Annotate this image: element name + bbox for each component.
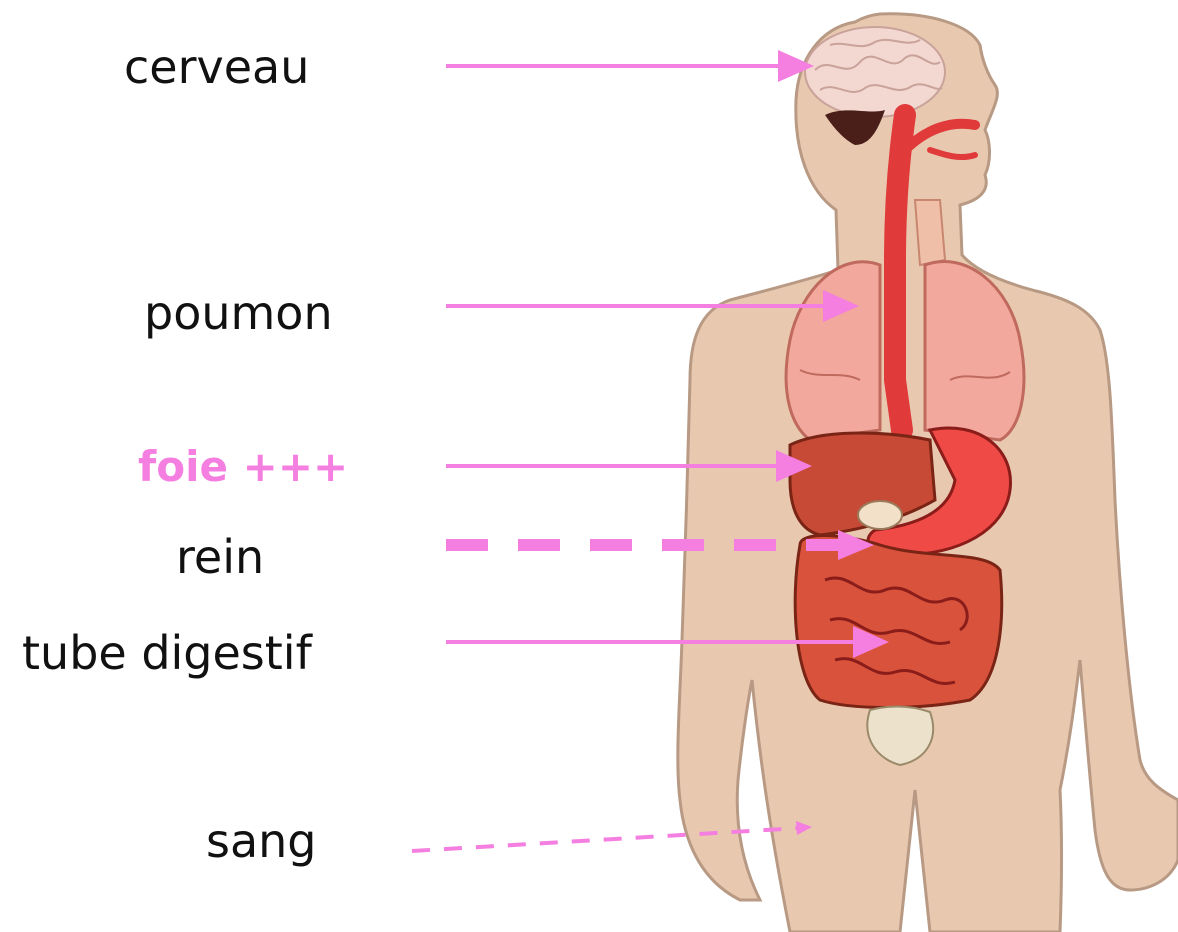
label-sang: sang bbox=[206, 818, 317, 864]
label-tube-digestif: tube digestif bbox=[22, 630, 312, 676]
label-cerveau: cerveau bbox=[124, 44, 309, 90]
intestines-illustration bbox=[795, 536, 1002, 708]
label-foie: foie +++ bbox=[138, 446, 348, 488]
arrow-sang bbox=[412, 821, 812, 851]
label-poumon: poumon bbox=[144, 290, 333, 336]
label-rein: rein bbox=[176, 534, 264, 580]
